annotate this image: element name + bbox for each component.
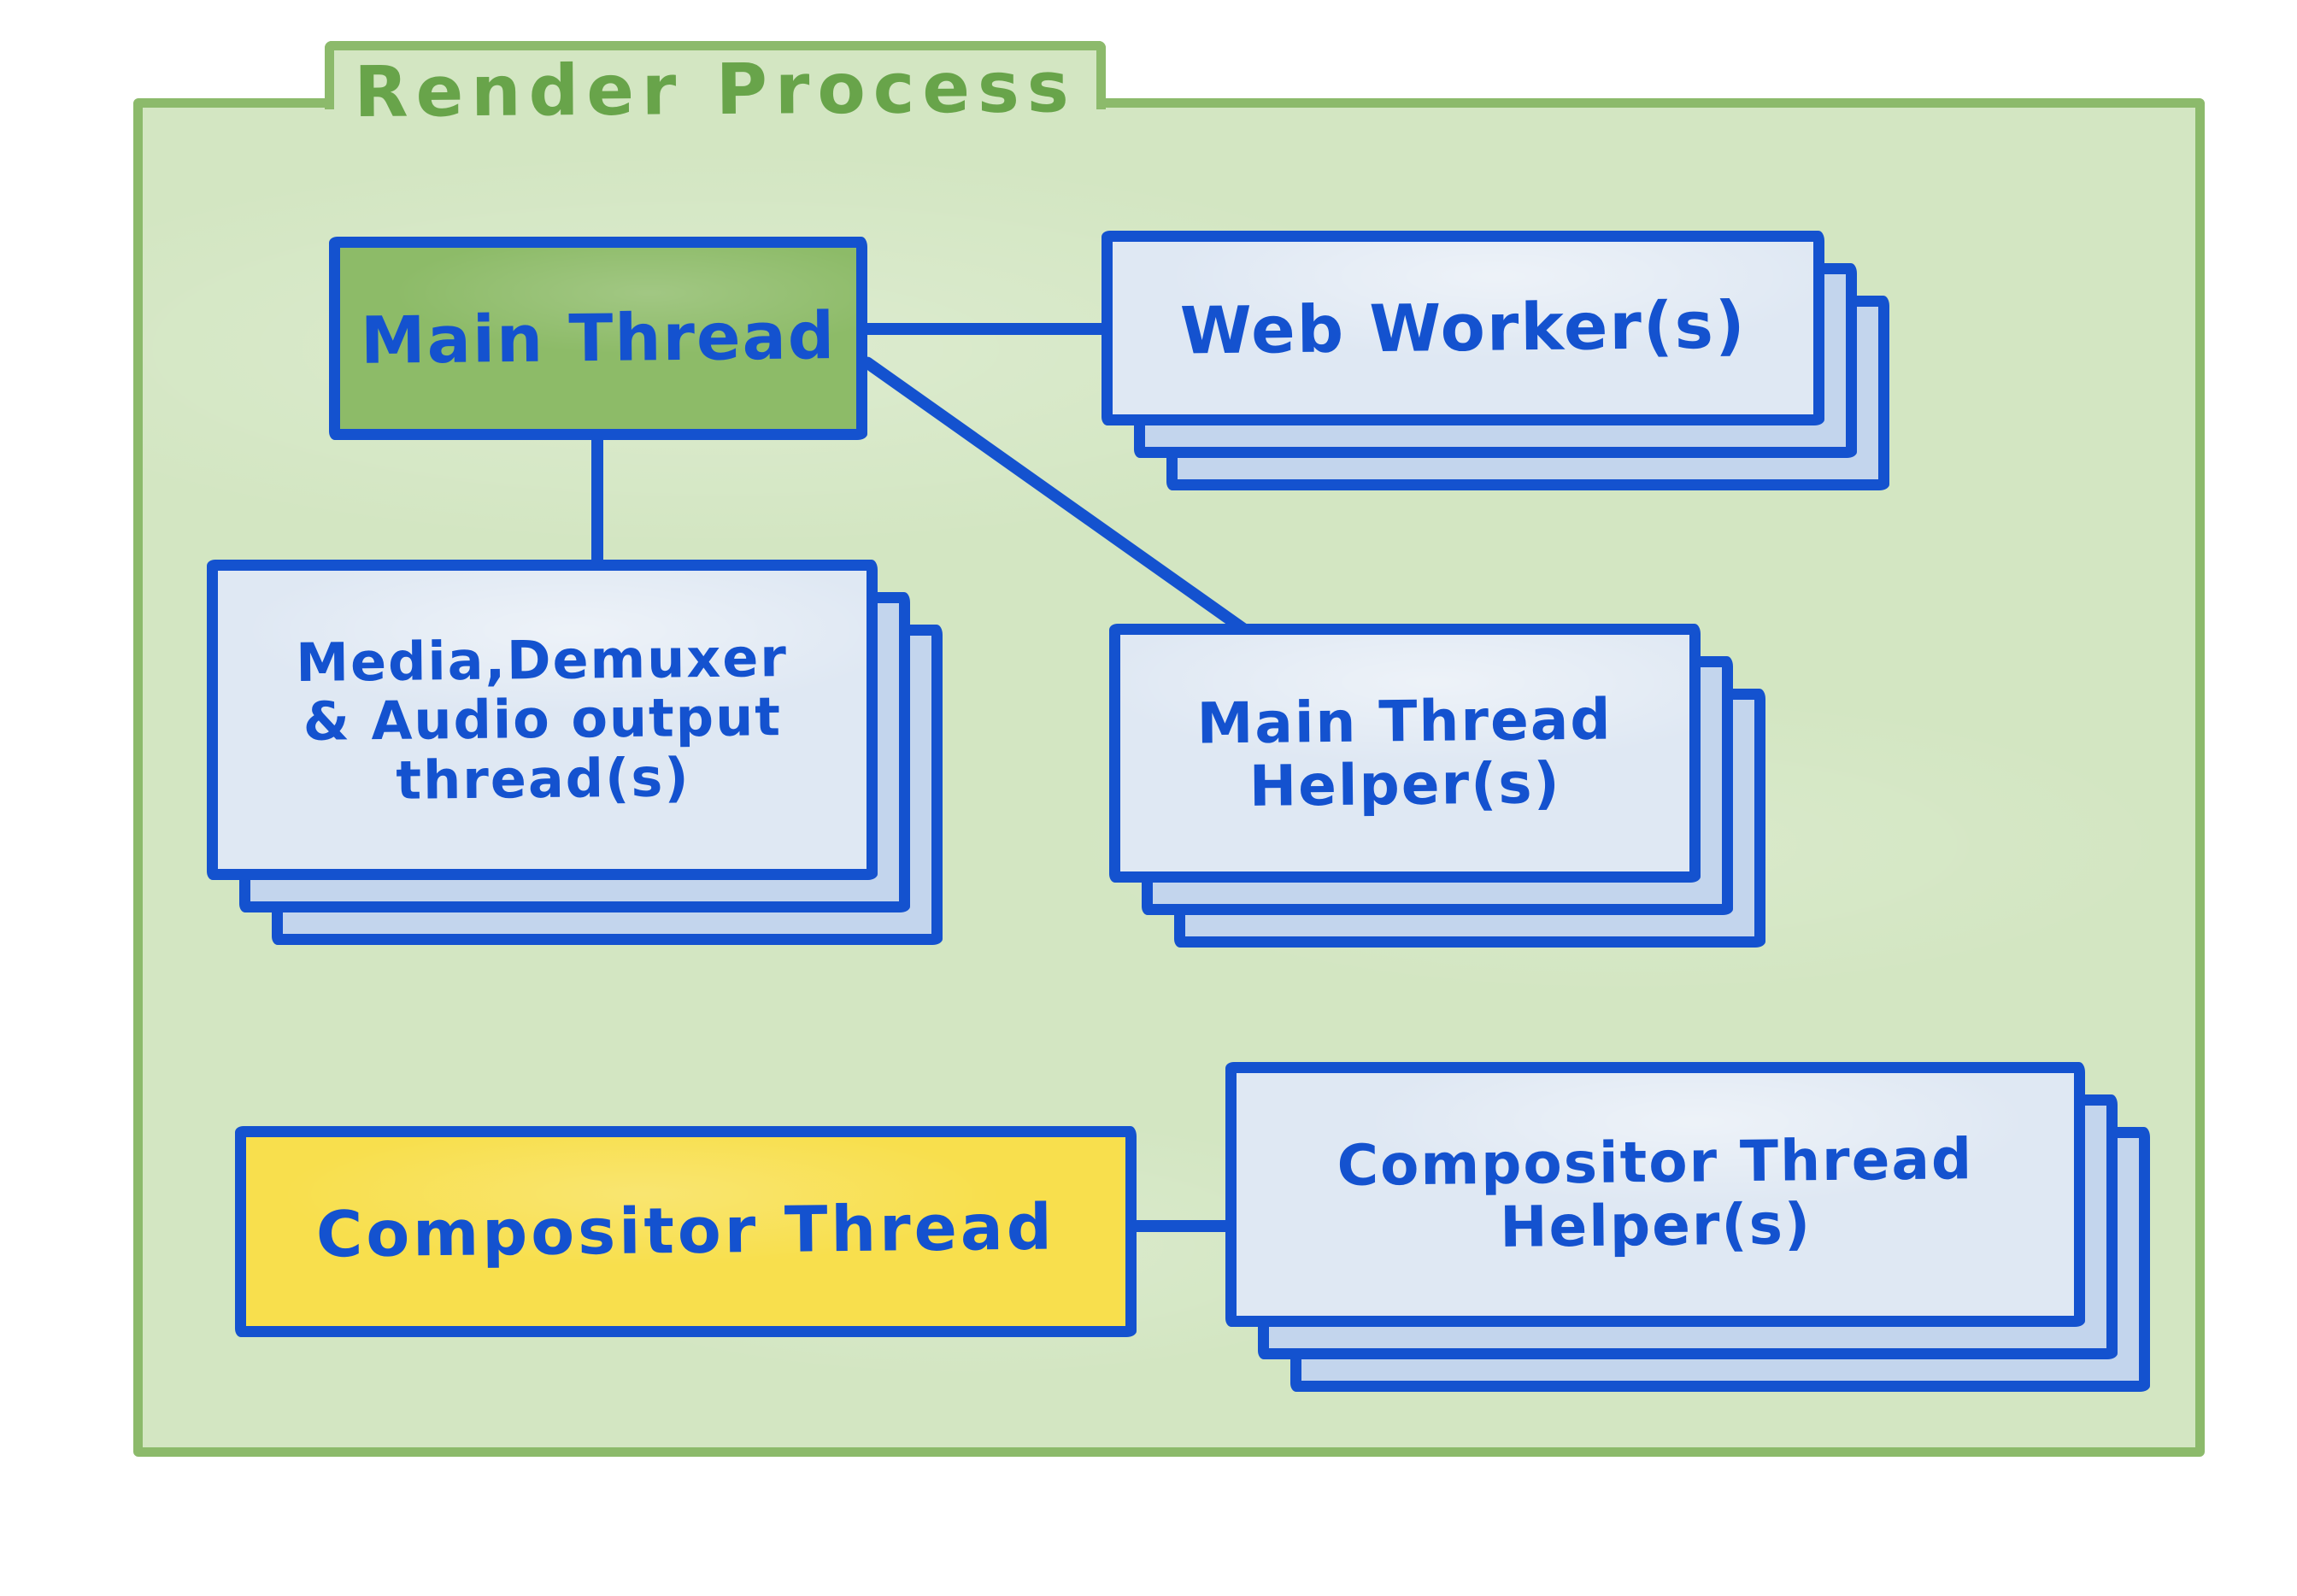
- node-compositor-thread-helpers-front: Compositor Thread Helper(s): [1225, 1062, 2085, 1327]
- media-label-line-2: & Audio output: [303, 685, 782, 754]
- node-main-thread-helpers-label: Main Thread Helper(s): [1196, 686, 1613, 819]
- node-web-workers-label: Web Worker(s): [1179, 286, 1747, 369]
- compositor-helpers-line-2: Helper(s): [1499, 1191, 1812, 1260]
- edge-main-thread-to-media-threads: [591, 431, 603, 568]
- render-process-folder-tab: [325, 41, 1106, 109]
- edge-main-thread-to-web-workers: [859, 323, 1111, 335]
- main-thread-helpers-line-2: Helper(s): [1248, 749, 1562, 819]
- node-main-thread-helpers-front: Main Thread Helper(s): [1109, 624, 1701, 883]
- media-label-line-1: Media,Demuxer: [295, 626, 788, 695]
- node-compositor-thread: Compositor Thread: [235, 1126, 1137, 1337]
- node-compositor-thread-helpers: Compositor Thread Helper(s): [1225, 1062, 2150, 1392]
- node-compositor-thread-helpers-label: Compositor Thread Helper(s): [1336, 1126, 1974, 1261]
- node-compositor-thread-label: Compositor Thread: [315, 1190, 1056, 1272]
- edge-compositor-thread-to-compositor-helpers: [1128, 1220, 1232, 1232]
- node-media-demuxer-audio-label: Media,Demuxer & Audio output thread(s): [295, 626, 790, 813]
- compositor-helpers-line-1: Compositor Thread: [1336, 1126, 1974, 1199]
- diagram-title: Render Process: [354, 47, 1077, 133]
- node-web-workers-front: Web Worker(s): [1102, 231, 1824, 425]
- node-media-demuxer-audio-front: Media,Demuxer & Audio output thread(s): [207, 560, 878, 880]
- main-thread-helpers-line-1: Main Thread: [1196, 686, 1613, 757]
- node-main-thread: Main Thread: [329, 237, 867, 440]
- node-web-workers: Web Worker(s): [1102, 231, 1889, 490]
- node-media-demuxer-audio-threads: Media,Demuxer & Audio output thread(s): [207, 560, 943, 945]
- node-main-thread-label: Main Thread: [360, 297, 837, 379]
- media-label-line-3: thread(s): [395, 746, 690, 813]
- node-main-thread-helpers: Main Thread Helper(s): [1109, 624, 1765, 948]
